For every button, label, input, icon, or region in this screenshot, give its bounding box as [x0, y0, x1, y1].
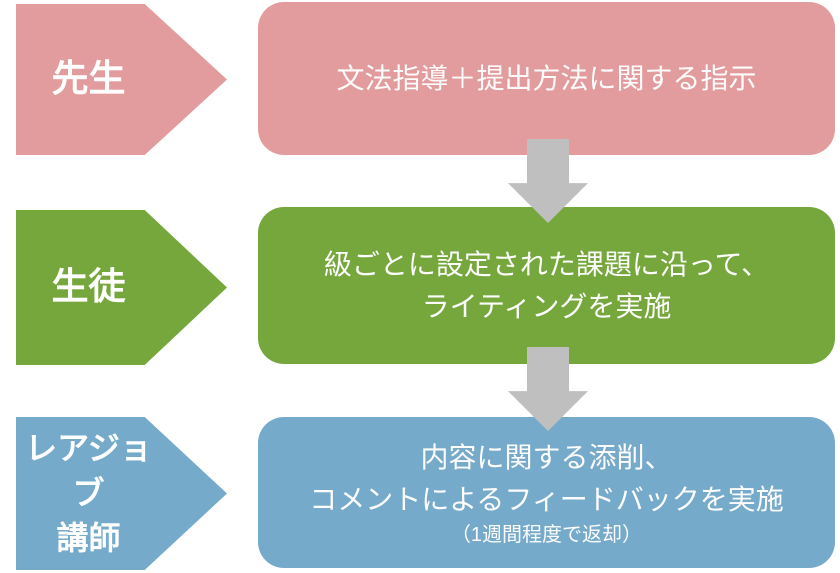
box-text-line: 内容に関する添削、: [420, 441, 673, 473]
actor-arrow-teacher: 先生: [16, 4, 227, 155]
actor-arrow-student: 生徒: [16, 210, 227, 365]
process-box-teacher: 文法指導＋提出方法に関する指示: [258, 2, 835, 155]
box-note: （1週間程度で返却）: [450, 523, 643, 546]
actor-label-line: 先生: [51, 58, 126, 100]
box-text-line: 文法指導＋提出方法に関する指示: [336, 62, 757, 94]
box-text-line: コメントによるフィードバックを実施: [309, 483, 784, 515]
actor-label-rarejob-tutor: レアジョブ 講師: [16, 426, 227, 560]
box-text-line: ライティングを実施: [421, 290, 672, 322]
box-text-line: 級ごとに設定された課題に沿って、: [323, 248, 770, 280]
actor-label-student: 生徒: [16, 264, 227, 310]
actor-label-teacher: 先生: [16, 56, 227, 102]
process-box-student: 級ごとに設定された課題に沿って、 ライティングを実施: [258, 207, 835, 364]
actor-label-line: レアジョブ: [25, 430, 152, 512]
actor-label-line: 生徒: [51, 266, 126, 308]
actor-label-line: 講師: [56, 519, 121, 556]
actor-arrow-rarejob-tutor: レアジョブ 講師: [16, 417, 227, 570]
process-box-rarejob-tutor: 内容に関する添削、 コメントによるフィードバックを実施 （1週間程度で返却）: [258, 417, 835, 568]
